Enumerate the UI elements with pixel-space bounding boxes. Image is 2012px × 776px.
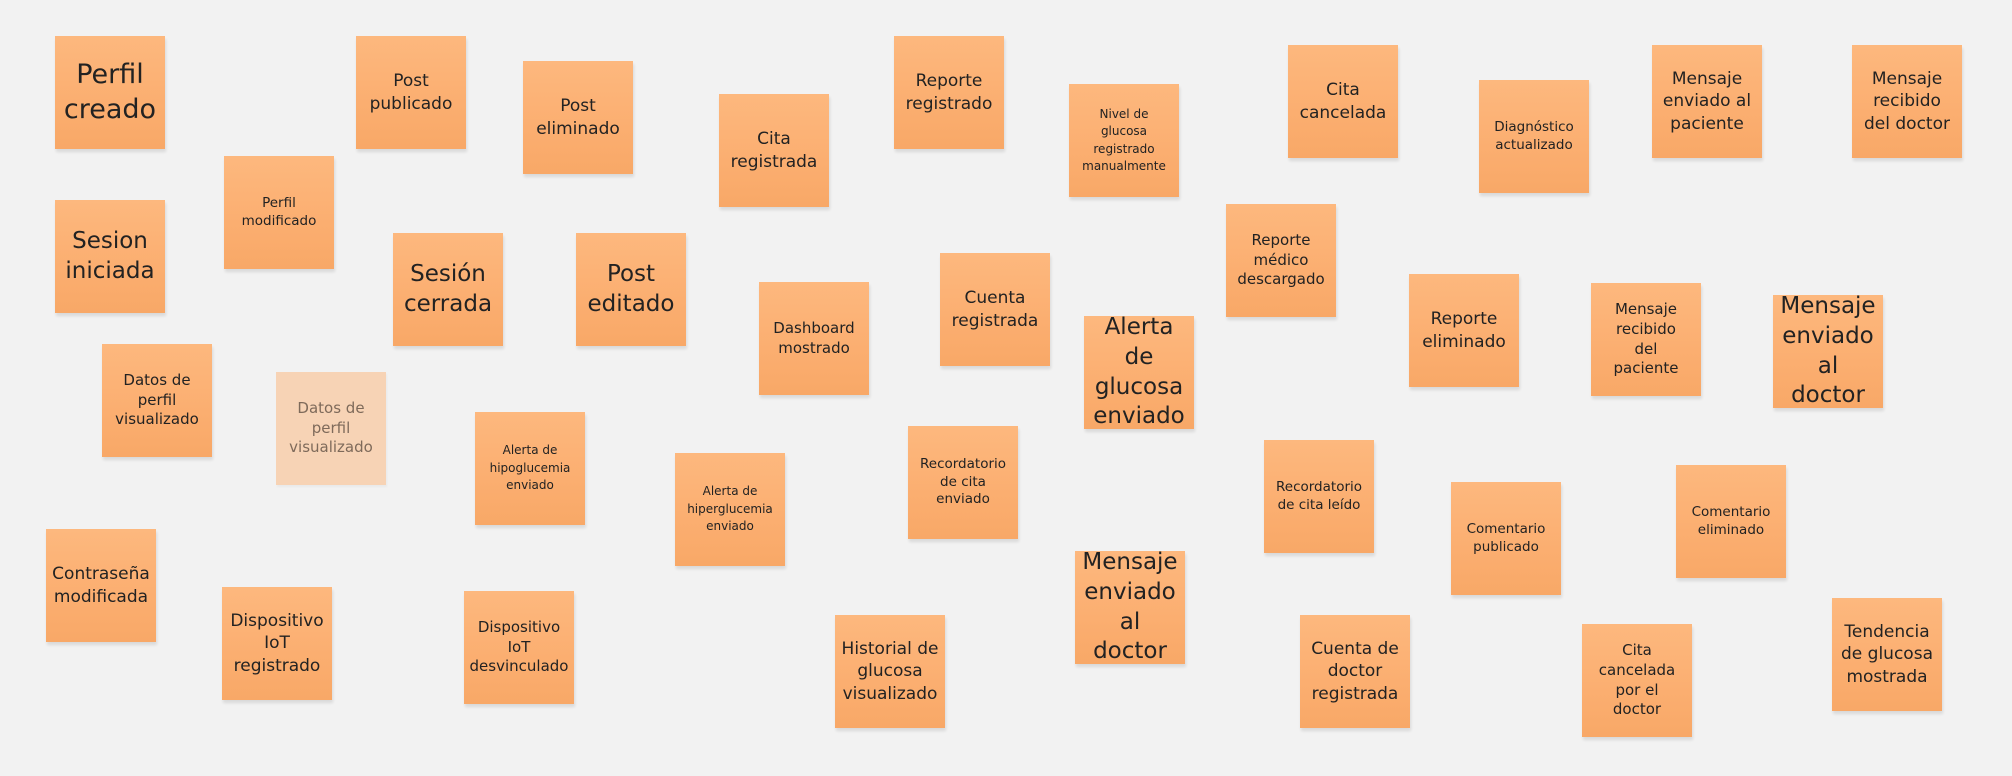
sticky-note[interactable]: Alerta de hipoglucemia enviado xyxy=(475,412,585,525)
sticky-note-text: Alerta de hiperglucemia enviado xyxy=(687,484,773,534)
sticky-note-text: Cita cancelada por el doctor xyxy=(1598,640,1676,719)
sticky-note-text: Mensaje recibido del paciente xyxy=(1613,299,1679,378)
sticky-note-text: Post editado xyxy=(587,260,675,317)
sticky-note-text: Datos de perfil visualizado xyxy=(115,370,199,429)
sticky-note[interactable]: Post publicado xyxy=(356,36,466,149)
sticky-note[interactable]: Reporte eliminado xyxy=(1409,274,1519,387)
sticky-note[interactable]: Perfil creado xyxy=(55,36,165,149)
sticky-note-text: Comentario eliminado xyxy=(1691,503,1771,538)
sticky-note-text: Perfil creado xyxy=(63,59,157,125)
sticky-note-text: Dispositivo IoT desvinculado xyxy=(469,617,569,676)
sticky-note[interactable]: Tendencia de glucosa mostrada xyxy=(1832,598,1942,711)
sticky-note-text: Datos de perfil visualizado xyxy=(289,398,373,457)
sticky-note-text: Mensaje enviado al paciente xyxy=(1662,68,1752,134)
sticky-note-text: Mensaje enviado al doctor xyxy=(1082,548,1178,665)
sticky-note-text: Recordatorio de cita enviado xyxy=(919,455,1007,508)
sticky-note[interactable]: Historial de glucosa visualizado xyxy=(835,615,945,728)
sticky-note-faded[interactable]: Datos de perfil visualizado xyxy=(276,372,386,485)
sticky-note[interactable]: Mensaje enviado al doctor xyxy=(1773,293,1883,408)
sticky-note-text: Post publicado xyxy=(369,71,453,114)
sticky-note[interactable]: Sesion iniciada xyxy=(55,200,165,313)
sticky-note-text: Cita registrada xyxy=(730,129,818,172)
sticky-note[interactable]: Recordatorio de cita enviado xyxy=(908,426,1018,539)
sticky-note[interactable]: Dashboard mostrado xyxy=(759,282,869,395)
sticky-note-text: Recordatorio de cita leído xyxy=(1275,478,1363,513)
sticky-note-text: Cuenta de doctor registrada xyxy=(1311,638,1399,704)
sticky-note[interactable]: Diagnóstico actualizado xyxy=(1479,80,1589,193)
sticky-note-text: Post eliminado xyxy=(536,96,620,139)
sticky-note[interactable]: Cuenta registrada xyxy=(940,253,1050,366)
sticky-note-text: Dashboard mostrado xyxy=(773,318,855,357)
sticky-note[interactable]: Cita registrada xyxy=(719,94,829,207)
sticky-note[interactable]: Sesión cerrada xyxy=(393,233,503,346)
sticky-note[interactable]: Cuenta de doctor registrada xyxy=(1300,615,1410,728)
sticky-note[interactable]: Mensaje recibido del paciente xyxy=(1591,283,1701,396)
sticky-note[interactable]: Alerta de hiperglucemia enviado xyxy=(675,453,785,566)
sticky-note-text: Sesión cerrada xyxy=(403,260,493,317)
sticky-note[interactable]: Mensaje enviado al doctor xyxy=(1075,549,1185,664)
sticky-note[interactable]: Mensaje enviado al paciente xyxy=(1652,45,1762,158)
sticky-note-text: Alerta de hipoglucemia enviado xyxy=(489,443,571,493)
sticky-note-text: Perfil modificado xyxy=(241,194,317,229)
sticky-note[interactable]: Nivel de glucosa registrado manualmente xyxy=(1069,84,1179,197)
sticky-note-text: Mensaje enviado al doctor xyxy=(1780,292,1876,409)
sticky-note[interactable]: Alerta de glucosa enviado xyxy=(1084,314,1194,429)
sticky-note[interactable]: Cita cancelada por el doctor xyxy=(1582,624,1692,737)
sticky-note-text: Comentario publicado xyxy=(1466,520,1546,555)
sticky-note[interactable]: Contraseña modificada xyxy=(46,529,156,642)
sticky-note[interactable]: Reporte médico descargado xyxy=(1226,204,1336,317)
sticky-note[interactable]: Mensaje recibido del doctor xyxy=(1852,45,1962,158)
sticky-note-text: Tendencia de glucosa mostrada xyxy=(1841,621,1933,687)
sticky-note-text: Diagnóstico actualizado xyxy=(1494,118,1574,153)
sticky-note-text: Contraseña modificada xyxy=(52,564,150,607)
sticky-note-text: Sesion iniciada xyxy=(65,227,155,284)
sticky-note[interactable]: Post eliminado xyxy=(523,61,633,174)
sticky-note[interactable]: Datos de perfil visualizado xyxy=(102,344,212,457)
sticky-note[interactable]: Dispositivo IoT registrado xyxy=(222,587,332,700)
sticky-note[interactable]: Reporte registrado xyxy=(894,36,1004,149)
sticky-note-text: Reporte médico descargado xyxy=(1237,230,1325,289)
sticky-note[interactable]: Perfil modificado xyxy=(224,156,334,269)
sticky-note[interactable]: Comentario publicado xyxy=(1451,482,1561,595)
sticky-note-text: Cuenta registrada xyxy=(951,288,1039,331)
sticky-note-text: Historial de glucosa visualizado xyxy=(841,638,939,704)
sticky-note[interactable]: Comentario eliminado xyxy=(1676,465,1786,578)
sticky-note[interactable]: Post editado xyxy=(576,233,686,346)
sticky-note[interactable]: Recordatorio de cita leído xyxy=(1264,440,1374,553)
sticky-note-text: Mensaje recibido del doctor xyxy=(1864,68,1950,134)
sticky-note-text: Nivel de glucosa registrado manualmente xyxy=(1082,106,1166,173)
sticky-note-text: Cita cancelada xyxy=(1299,80,1387,123)
sticky-note[interactable]: Dispositivo IoT desvinculado xyxy=(464,591,574,704)
sticky-note-text: Alerta de glucosa enviado xyxy=(1093,313,1185,430)
sticky-note-text: Dispositivo IoT registrado xyxy=(230,610,324,676)
sticky-note[interactable]: Cita cancelada xyxy=(1288,45,1398,158)
sticky-note-text: Reporte eliminado xyxy=(1422,309,1506,352)
sticky-note-text: Reporte registrado xyxy=(905,71,993,114)
